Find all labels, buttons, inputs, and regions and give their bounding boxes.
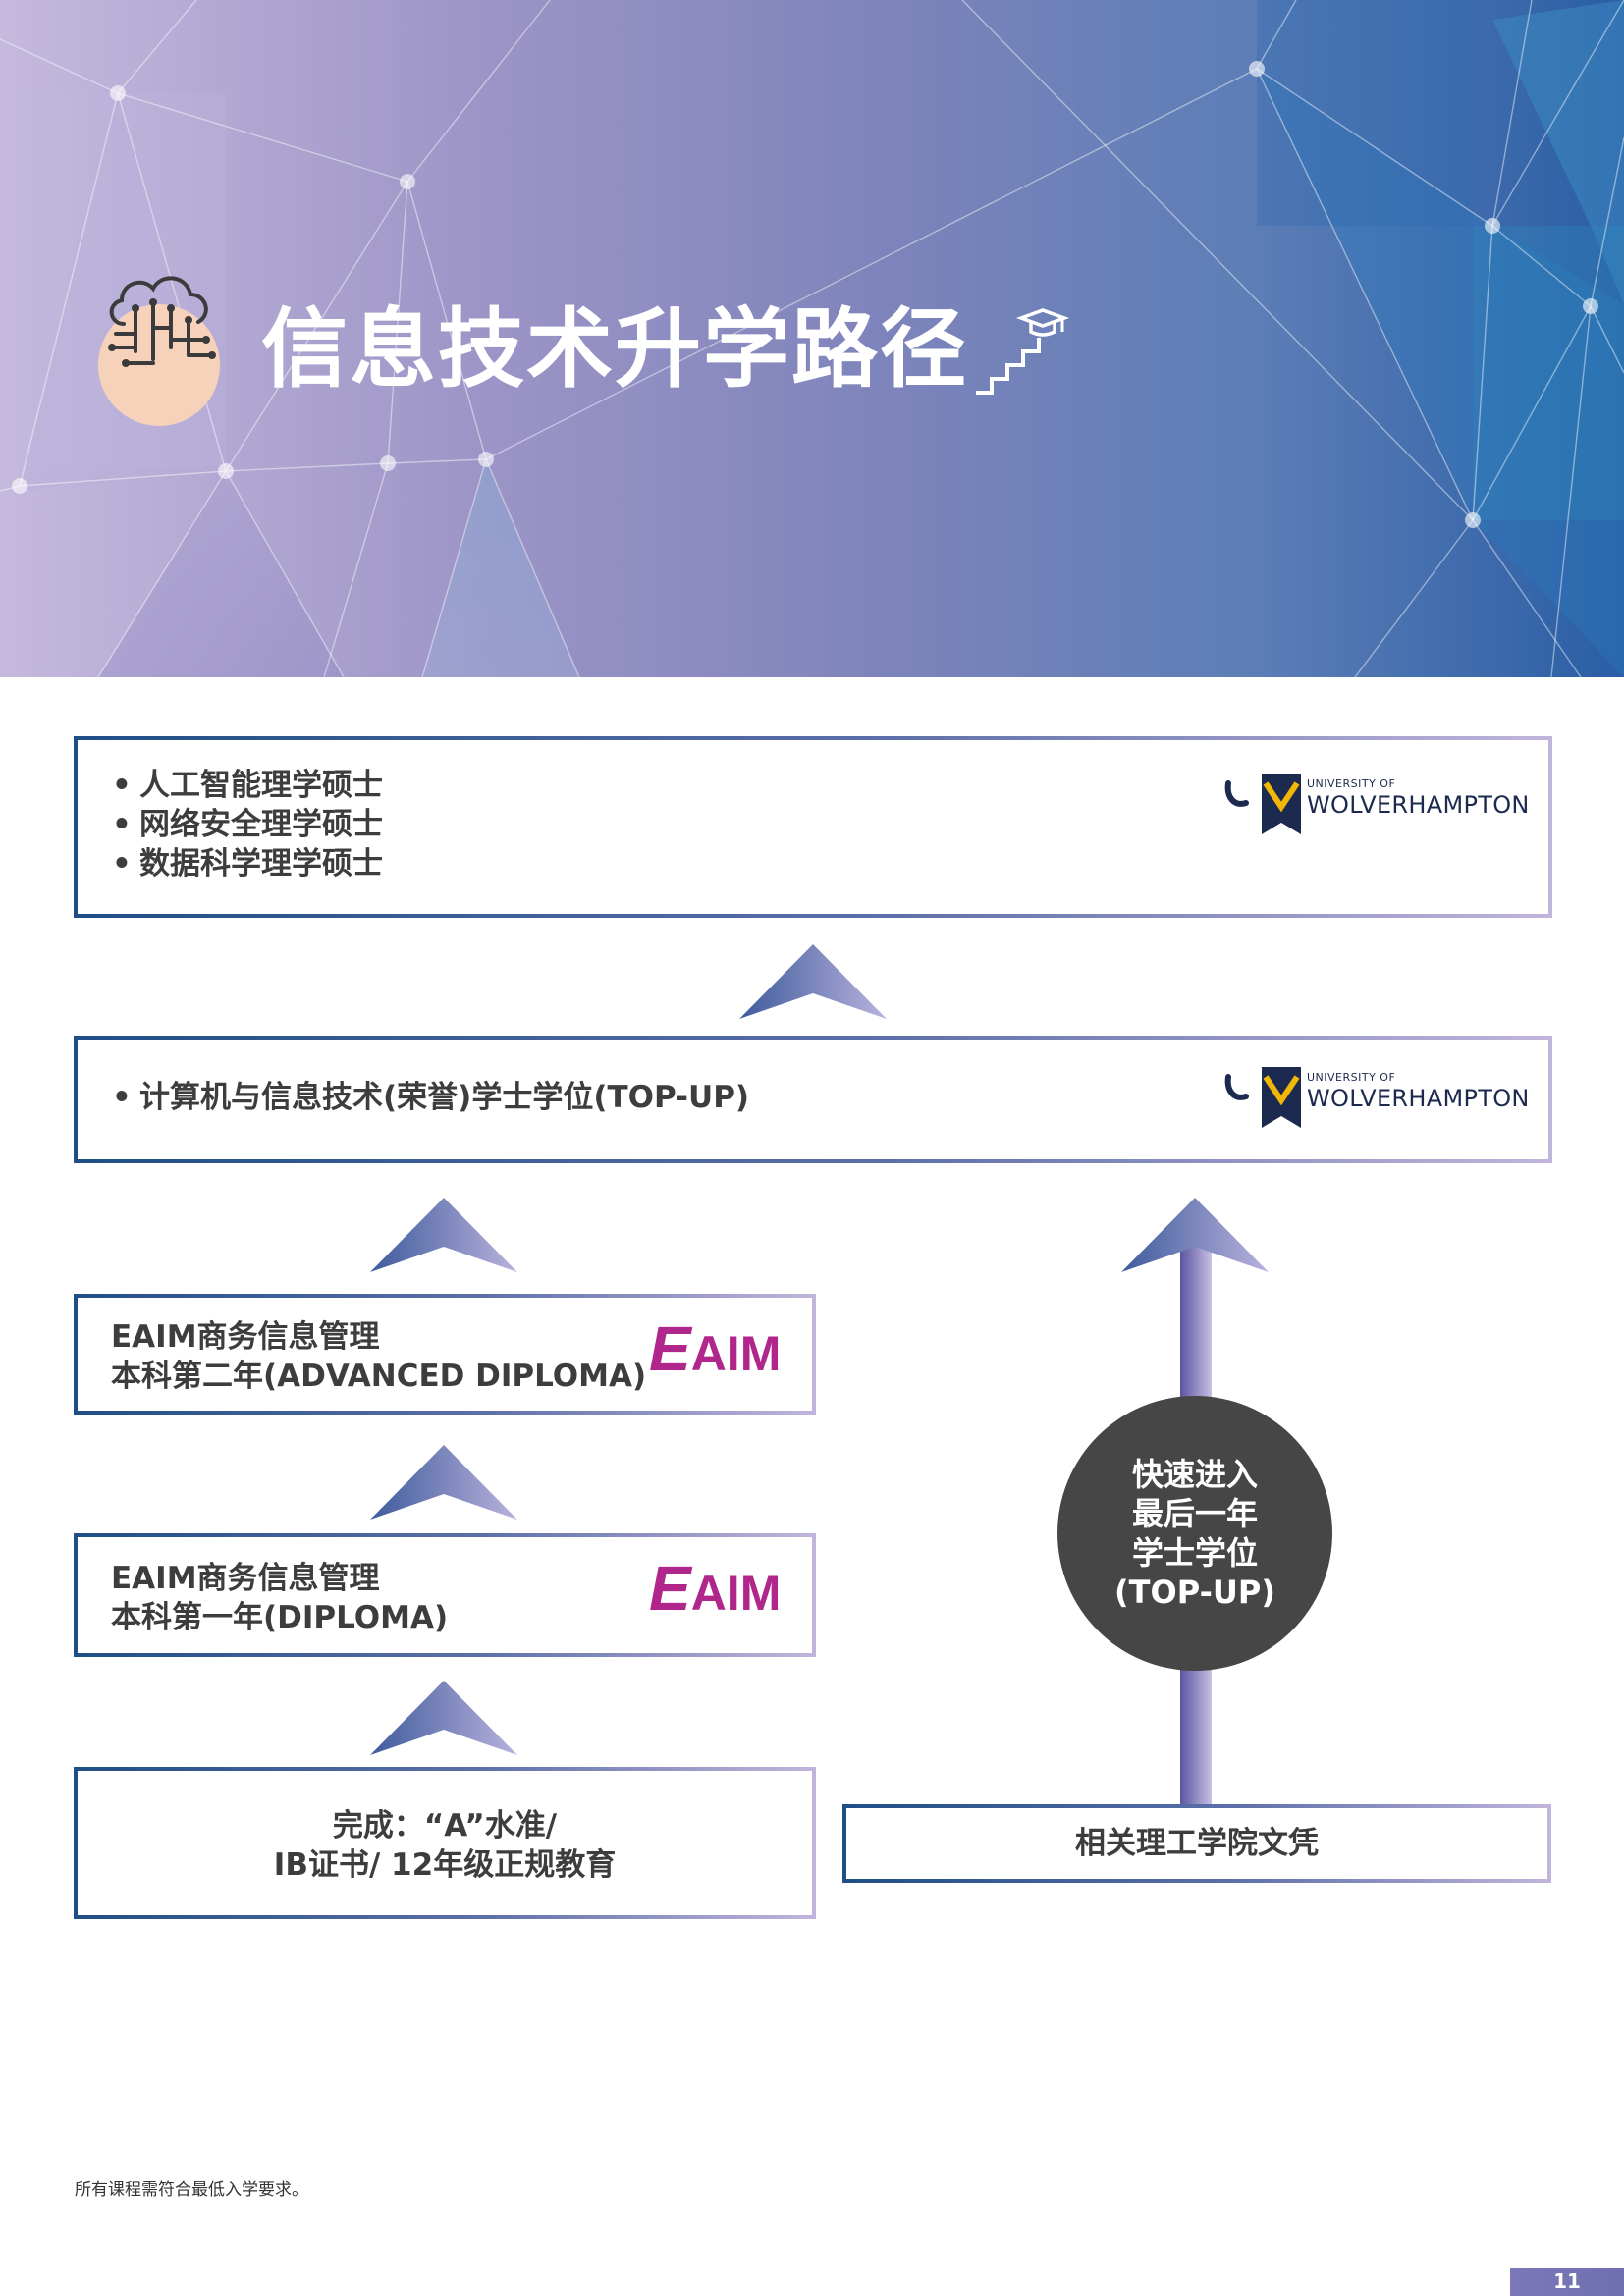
list-item: 数据科学理学硕士 [112,844,383,883]
topup-box: 计算机与信息技术(荣誉)学士学位(TOP-UP) UNIVERSITY OF W… [74,1036,1552,1163]
wolverhampton-shield-icon [1224,1067,1301,1128]
circle-line: 学士学位 [1131,1534,1258,1572]
masters-box: 人工智能理学硕士 网络安全理学硕士 数据科学理学硕士 UNIVERSITY OF… [74,736,1552,918]
logo-big-text: WOLVERHAMPTON [1307,791,1530,819]
list-item: 人工智能理学硕士 [112,766,383,805]
circle-line: 快速进入 [1131,1456,1258,1493]
wolverhampton-shield-icon [1224,774,1301,834]
circle-line: (TOP-UP) [1114,1574,1275,1611]
year1-line2: 本科第一年(DIPLOMA) [111,1600,449,1635]
footnote: 所有课程需符合最低入学要求。 [75,2180,308,2200]
entry-line2: IB证书/ 12年级正规教育 [273,1847,617,1883]
entry-line1: 完成：“A”水准/ [332,1808,558,1843]
arrow-up-icon [739,944,887,1019]
eaim-logo: EAIM [649,1313,782,1384]
page-number: 11 [1510,2268,1624,2296]
arrow-up-icon [370,1681,517,1755]
logo-small-text: UNIVERSITY OF [1307,1071,1396,1084]
diploma-text: 相关理工学院文凭 [1075,1826,1319,1861]
circle-line: 最后一年 [1131,1495,1258,1532]
logo-small-text: UNIVERSITY OF [1307,777,1396,790]
page-title: 信息技术升学路径 [261,298,969,400]
year1-box: EAIM商务信息管理 本科第一年(DIPLOMA) EAIM [74,1533,816,1657]
arrow-up-icon [370,1198,517,1272]
year1-line1: EAIM商务信息管理 [111,1561,380,1596]
entry-box: 完成：“A”水准/ IB证书/ 12年级正规教育 [74,1767,816,1919]
masters-list: 人工智能理学硕士 网络安全理学硕士 数据科学理学硕士 [112,766,383,883]
topup-list: 计算机与信息技术(荣誉)学士学位(TOP-UP) [112,1078,749,1117]
year2-box: EAIM商务信息管理 本科第二年(ADVANCED DIPLOMA) EAIM [74,1294,816,1415]
diploma-box: 相关理工学院文凭 [842,1804,1551,1883]
fast-track-circle: 快速进入 最后一年 学士学位 (TOP-UP) [1057,1396,1332,1671]
list-item: 计算机与信息技术(荣誉)学士学位(TOP-UP) [112,1078,749,1117]
year2-line2: 本科第二年(ADVANCED DIPLOMA) [111,1359,647,1394]
eaim-logo: EAIM [649,1553,782,1624]
list-item: 网络安全理学硕士 [112,805,383,844]
year2-line1: EAIM商务信息管理 [111,1319,380,1355]
stairs-graduation-icon [976,308,1070,395]
arrow-up-icon [370,1445,517,1520]
cloud-circuit-icon [108,276,216,367]
logo-big-text: WOLVERHAMPTON [1307,1085,1530,1112]
header-banner: 信息技术升学路径 [0,0,1624,677]
